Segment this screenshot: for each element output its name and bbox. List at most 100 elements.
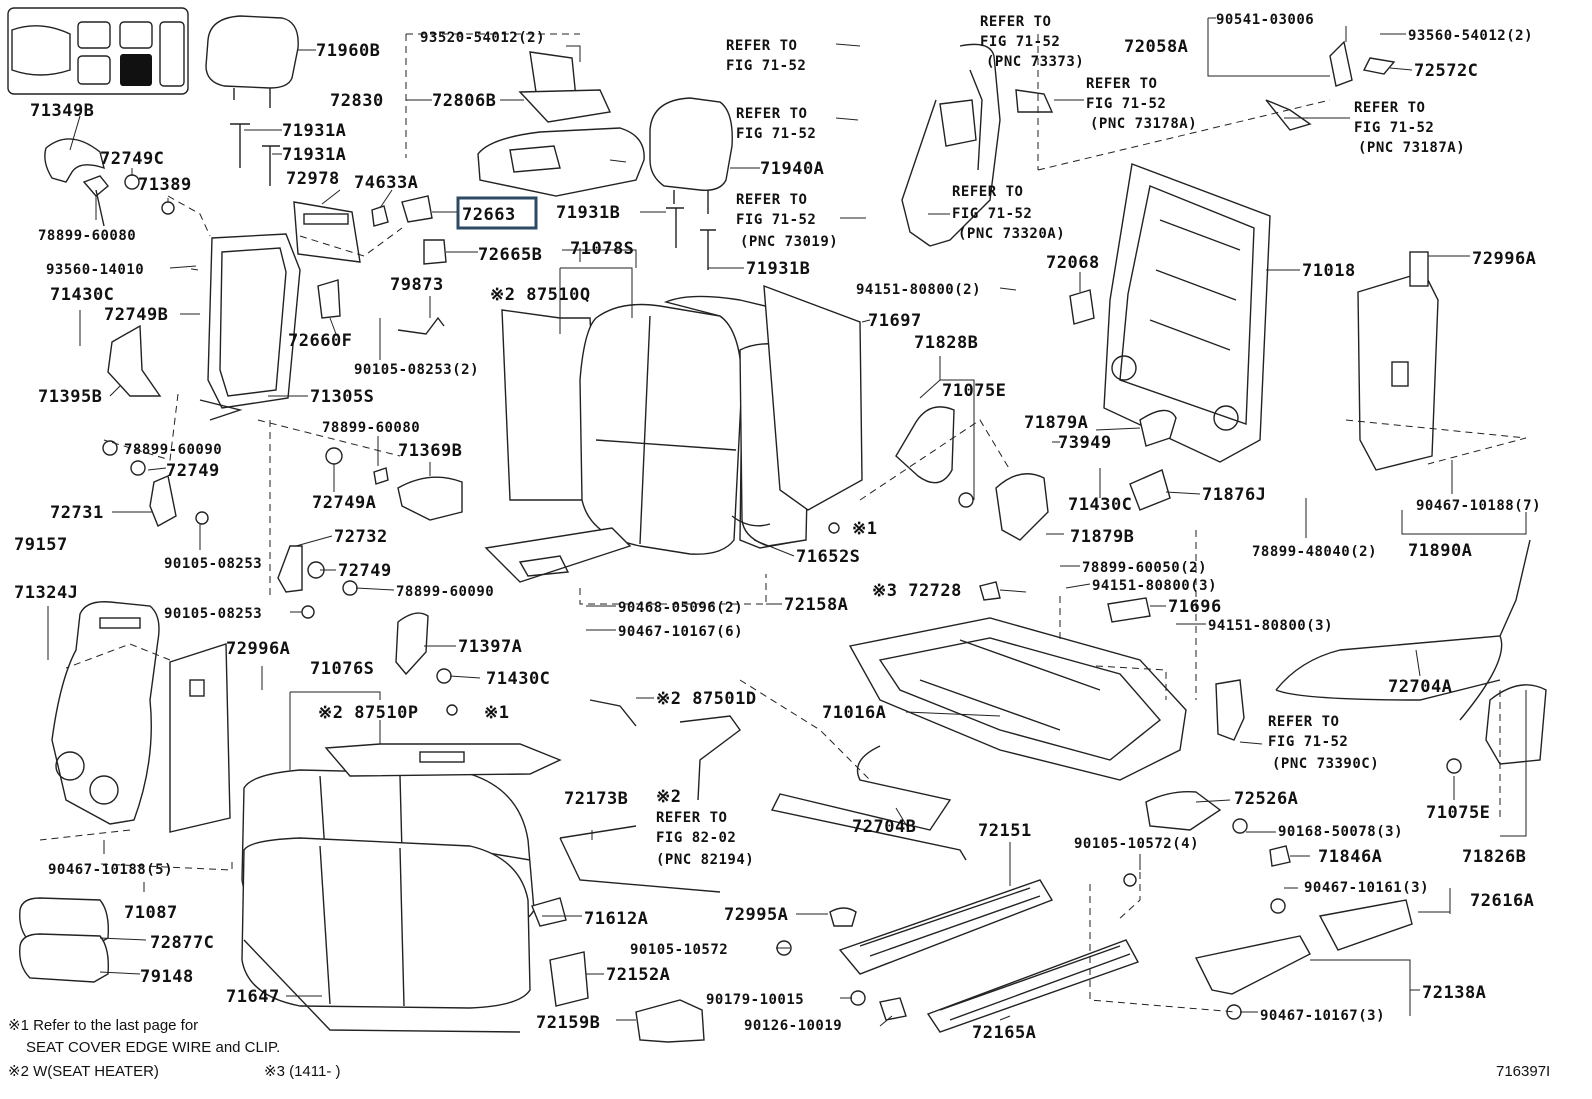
part-label-71016a: 71016A xyxy=(822,703,886,723)
part-label-90105-10572-4: 90105-10572(4) xyxy=(1074,836,1199,852)
part-label-fig-71-52: FIG 71-52 xyxy=(726,58,806,74)
part-label-94151-80800-3: 94151-80800(3) xyxy=(1208,618,1333,634)
part-label-fig-71-52: FIG 71-52 xyxy=(1268,734,1348,750)
part-label-73949: 73949 xyxy=(1058,433,1112,453)
seat-locator-icon xyxy=(7,7,189,95)
part-label-71018: 71018 xyxy=(1302,261,1356,281)
part-label-90467-10167-6: 90467-10167(6) xyxy=(618,624,743,640)
part-label-71652s: 71652S xyxy=(796,547,860,567)
part-label-pnc-73320a: (PNC 73320A) xyxy=(958,226,1065,242)
part-label-79148: 79148 xyxy=(140,967,194,987)
leader-lines xyxy=(47,17,1527,1027)
part-label-72158a: 72158A xyxy=(784,595,848,615)
part-label-78899-60080: 78899-60080 xyxy=(322,420,420,436)
part-label-fig-71-52: FIG 71-52 xyxy=(952,206,1032,222)
part-label-78899-60080: 78899-60080 xyxy=(38,228,136,244)
part-label-pnc-73187a: (PNC 73187A) xyxy=(1358,140,1465,156)
part-label-refer-to: REFER TO xyxy=(736,192,807,208)
part-label-72665b: 72665B xyxy=(478,245,542,265)
part-label-72749: 72749 xyxy=(166,461,220,481)
part-label-90105-08253: 90105-08253 xyxy=(164,606,262,622)
part-label-72152a: 72152A xyxy=(606,965,670,985)
part-label-90168-50078-3: 90168-50078(3) xyxy=(1278,824,1403,840)
part-label-72138a: 72138A xyxy=(1422,983,1486,1003)
part-label-71430c: 71430C xyxy=(50,285,114,305)
part-label-71890a: 71890A xyxy=(1408,541,1472,561)
part-label-72704b: 72704B xyxy=(852,817,916,837)
part-label-refer-to: REFER TO xyxy=(1086,76,1157,92)
part-label-2-87510q: ※2 87510Q xyxy=(490,285,591,305)
part-label-72749a: 72749A xyxy=(312,493,376,513)
part-label-79873: 79873 xyxy=(390,275,444,295)
part-label-71931a: 71931A xyxy=(282,121,346,141)
part-label-71075e: 71075E xyxy=(1426,803,1490,823)
part-label-72978: 72978 xyxy=(286,169,340,189)
part-label-90541-03006: 90541-03006 xyxy=(1216,12,1314,28)
part-label-3-72728: ※3 72728 xyxy=(872,581,962,601)
part-label-72877c: 72877C xyxy=(150,933,214,953)
part-label-71879b: 71879B xyxy=(1070,527,1134,547)
part-label-72165a: 72165A xyxy=(972,1023,1036,1043)
figure-id: 716397I xyxy=(1496,1063,1550,1080)
part-label-71647: 71647 xyxy=(226,987,280,1007)
part-label-2: ※2 xyxy=(656,787,681,807)
part-label-72663: 72663 xyxy=(462,205,516,225)
part-label-pnc-73373: (PNC 73373) xyxy=(986,54,1084,70)
part-label-71846a: 71846A xyxy=(1318,847,1382,867)
part-label-fig-71-52: FIG 71-52 xyxy=(980,34,1060,50)
part-label-72995a: 72995A xyxy=(724,905,788,925)
part-label-72731: 72731 xyxy=(50,503,104,523)
part-label-71931b: 71931B xyxy=(746,259,810,279)
part-label-72526a: 72526A xyxy=(1234,789,1298,809)
part-label-71612a: 71612A xyxy=(584,909,648,929)
part-label-refer-to: REFER TO xyxy=(656,810,727,826)
part-label-71931a: 71931A xyxy=(282,145,346,165)
part-label-fig-82-02: FIG 82-02 xyxy=(656,830,736,846)
footnote-2: ※2 W(SEAT HEATER) xyxy=(8,1063,159,1080)
part-label-72068: 72068 xyxy=(1046,253,1100,273)
part-label-71087: 71087 xyxy=(124,903,178,923)
part-label-78899-60050-2: 78899-60050(2) xyxy=(1082,560,1207,576)
part-label-78899-48040-2: 78899-48040(2) xyxy=(1252,544,1377,560)
part-label-pnc-82194: (PNC 82194) xyxy=(656,852,754,868)
part-label-72749: 72749 xyxy=(338,561,392,581)
part-label-refer-to: REFER TO xyxy=(980,14,1051,30)
part-label-71078s: 71078S xyxy=(570,239,634,259)
part-label-90179-10015: 90179-10015 xyxy=(706,992,804,1008)
part-label-90467-10188-5: 90467-10188(5) xyxy=(48,862,173,878)
part-label-71349b: 71349B xyxy=(30,101,94,121)
part-label-71430c: 71430C xyxy=(1068,495,1132,515)
part-label-72159b: 72159B xyxy=(536,1013,600,1033)
part-label-71826b: 71826B xyxy=(1462,847,1526,867)
part-label-fig-71-52: FIG 71-52 xyxy=(736,126,816,142)
part-label-refer-to: REFER TO xyxy=(952,184,1023,200)
part-label-fig-71-52: FIG 71-52 xyxy=(1354,120,1434,136)
part-label-90126-10019: 90126-10019 xyxy=(744,1018,842,1034)
footnote-1-line2: SEAT COVER EDGE WIRE and CLIP. xyxy=(26,1039,280,1056)
part-label-72830: 72830 xyxy=(330,91,384,111)
part-label-pnc-73390c: (PNC 73390C) xyxy=(1272,756,1379,772)
part-label-72572c: 72572C xyxy=(1414,61,1478,81)
part-label-refer-to: REFER TO xyxy=(726,38,797,54)
part-label-71397a: 71397A xyxy=(458,637,522,657)
footnote-1-line1: ※1 Refer to the last page for xyxy=(8,1017,198,1034)
part-label-71960b: 71960B xyxy=(316,41,380,61)
part-label-71696: 71696 xyxy=(1168,597,1222,617)
part-label-71075e: 71075E xyxy=(942,381,1006,401)
part-label-72704a: 72704A xyxy=(1388,677,1452,697)
part-label-72806b: 72806B xyxy=(432,91,496,111)
part-label-71876j: 71876J xyxy=(1202,485,1266,505)
highlight-box-72663 xyxy=(456,196,538,230)
part-label-2-87501d: ※2 87501D xyxy=(656,689,757,709)
part-label-71324j: 71324J xyxy=(14,583,78,603)
part-label-refer-to: REFER TO xyxy=(1354,100,1425,116)
part-label-refer-to: REFER TO xyxy=(1268,714,1339,730)
part-label-72996a: 72996A xyxy=(226,639,290,659)
part-label-71931b: 71931B xyxy=(556,203,620,223)
part-label-71430c: 71430C xyxy=(486,669,550,689)
part-label-71395b: 71395B xyxy=(38,387,102,407)
part-label-90467-10161-3: 90467-10161(3) xyxy=(1304,880,1429,896)
